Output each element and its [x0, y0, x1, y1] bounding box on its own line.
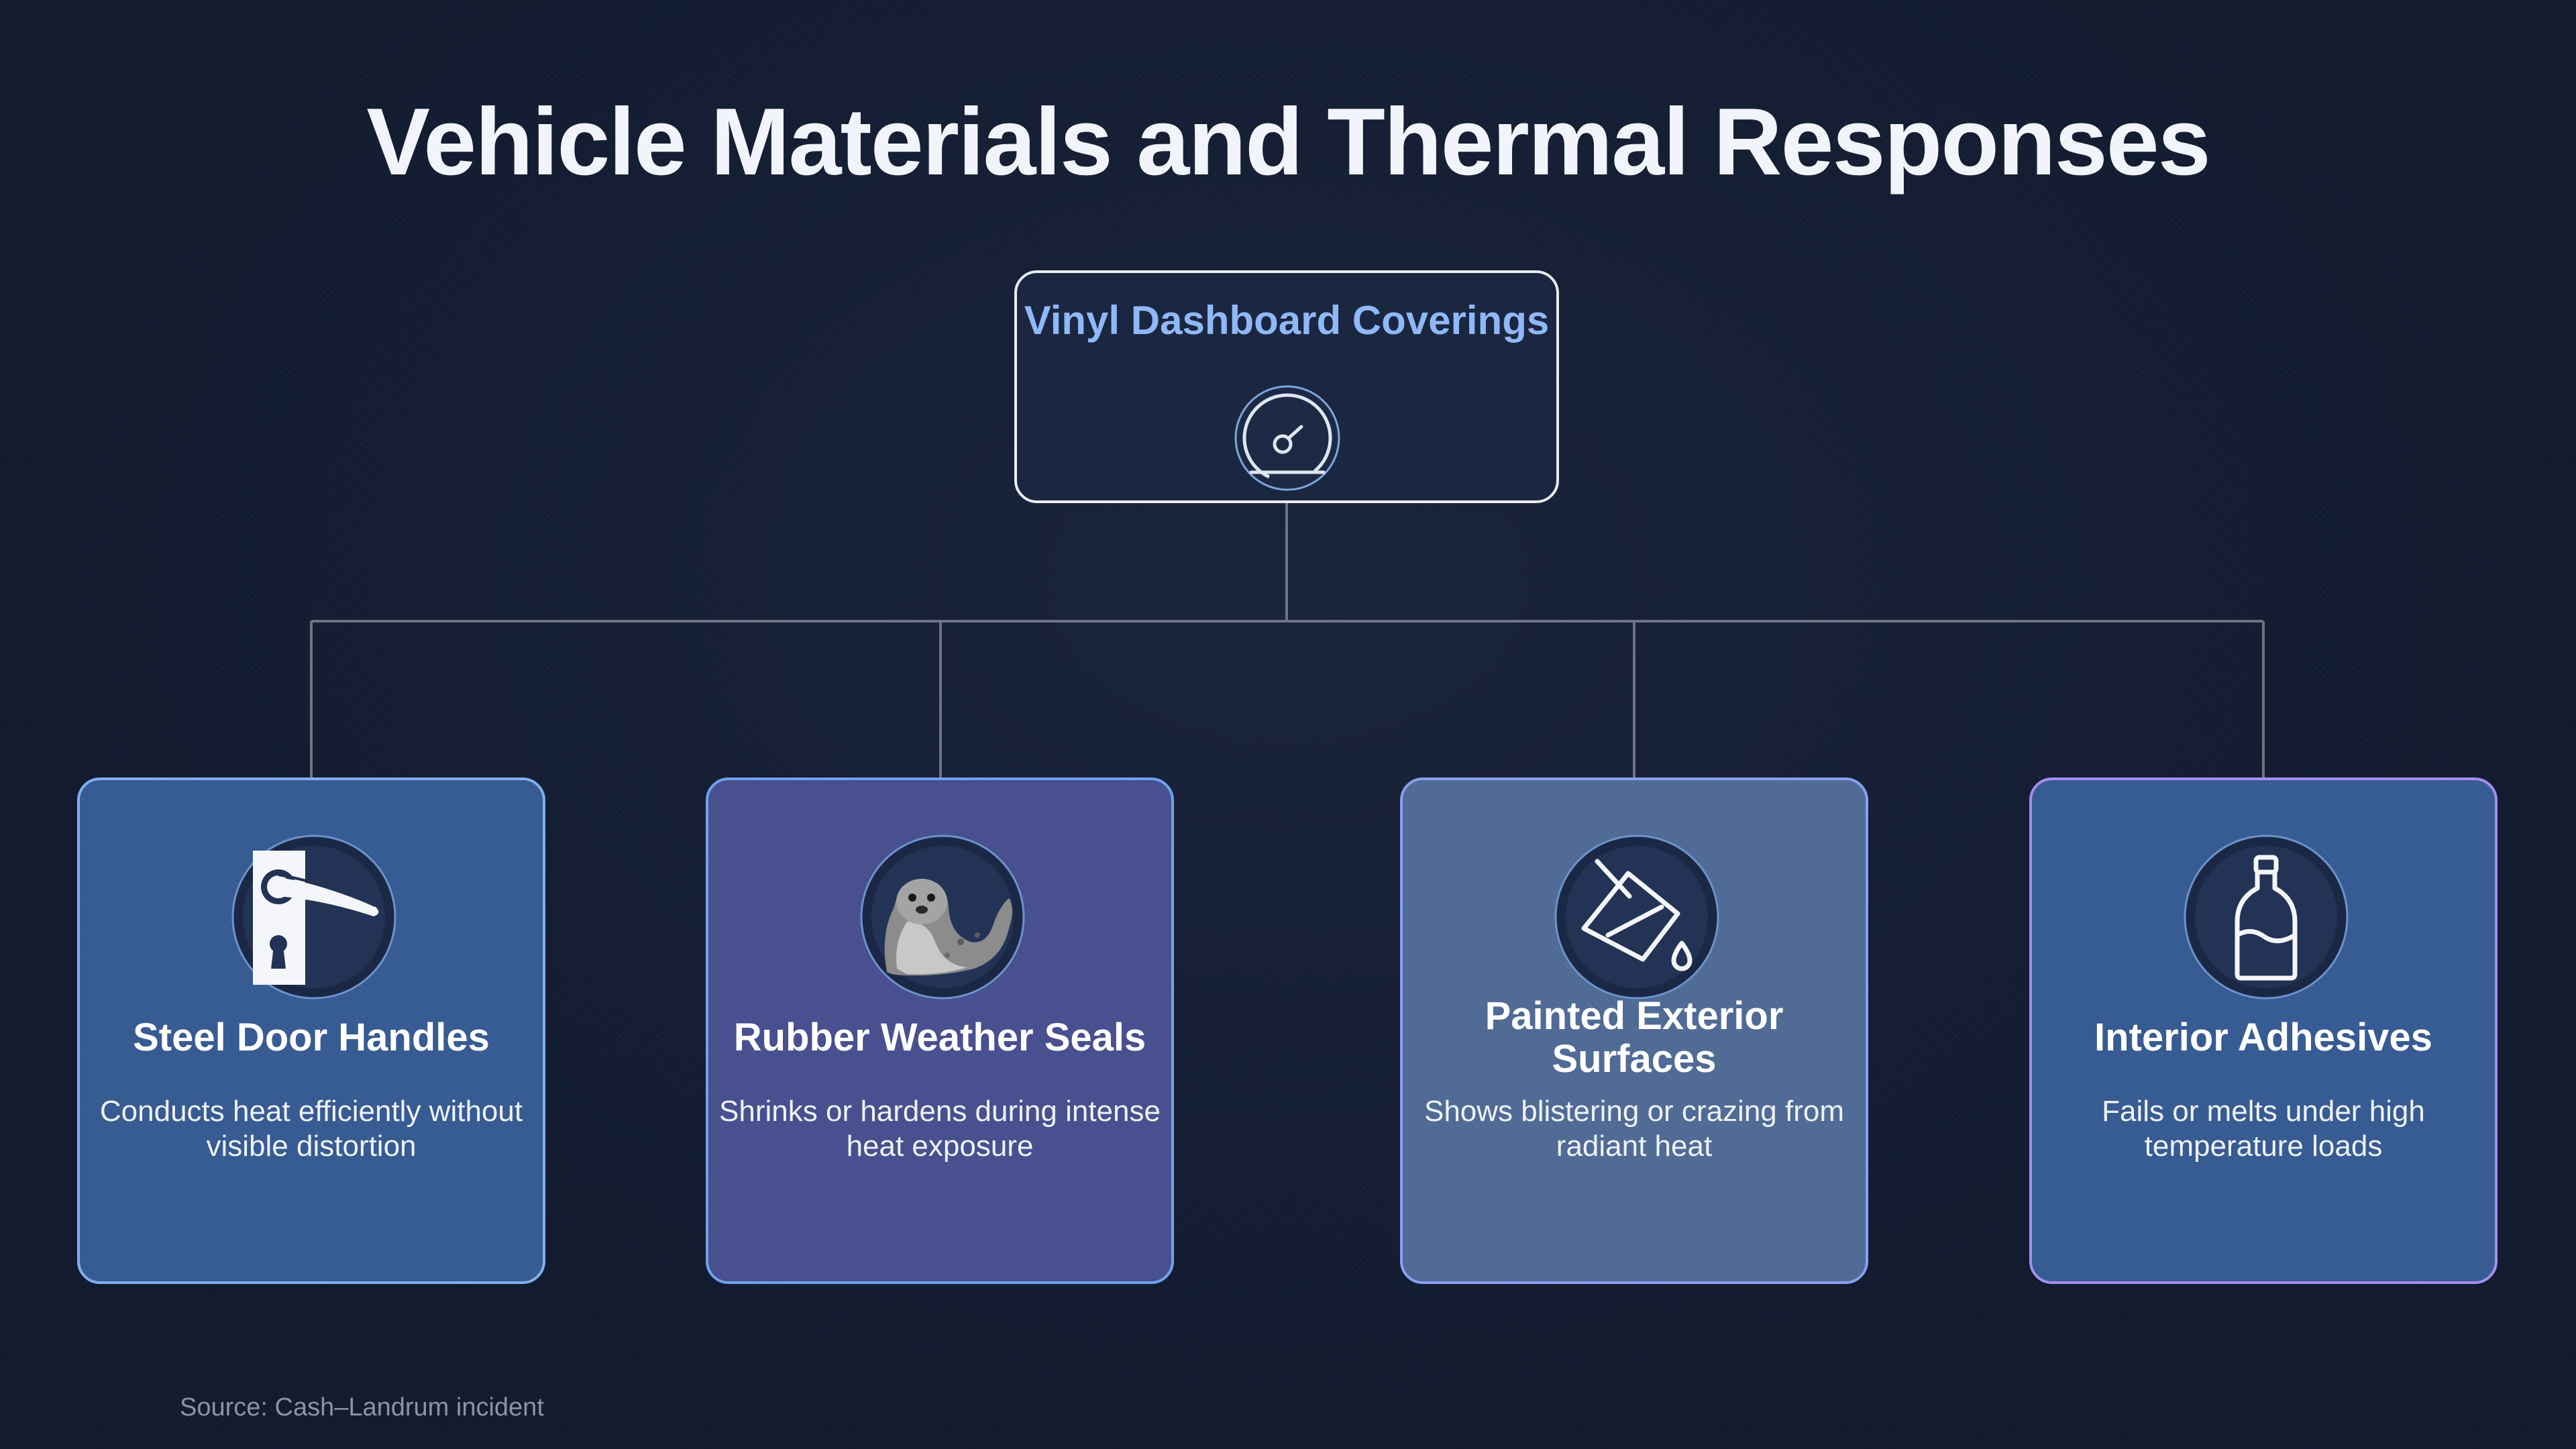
child-node-title: Painted Exterior Surfaces	[1485, 994, 1784, 1081]
child-node-title: Interior Adhesives	[2094, 1016, 2432, 1059]
child-node-interior-adhesives: Interior Adhesives Fails or melts under …	[2029, 777, 2498, 1284]
child-node-title: Rubber Weather Seals	[733, 1016, 1146, 1059]
child-node-description: Shows blistering or crazing from radiant…	[1424, 1095, 1844, 1163]
root-node-label: Vinyl Dashboard Coverings	[1024, 298, 1550, 343]
child-node-rubber-weather-seals: Rubber Weather Seals Shrinks or hardens …	[706, 777, 1174, 1284]
child-node-description: Shrinks or hardens during intense heat e…	[719, 1095, 1161, 1163]
door-handle-icon	[231, 835, 396, 1000]
bottle-icon	[2184, 835, 2349, 1000]
child-node-title: Steel Door Handles	[133, 1016, 490, 1059]
child-node-description: Fails or melts under high temperature lo…	[2102, 1095, 2425, 1163]
gauge-icon	[1234, 385, 1340, 491]
child-node-description: Conducts heat efficiently without visibl…	[99, 1095, 523, 1163]
diagram-title: Vehicle Materials and Thermal Responses	[366, 89, 2210, 195]
child-node-steel-door-handles: Steel Door Handles Conducts heat efficie…	[77, 777, 545, 1284]
paint-bucket-icon	[1554, 835, 1719, 1000]
root-node: Vinyl Dashboard Coverings	[1014, 270, 1559, 503]
source-note: Source: Cash–Landrum incident	[180, 1393, 544, 1421]
child-node-painted-exterior-surfaces: Painted Exterior Surfaces Shows blisteri…	[1400, 777, 1868, 1284]
seal-icon	[860, 835, 1025, 1000]
